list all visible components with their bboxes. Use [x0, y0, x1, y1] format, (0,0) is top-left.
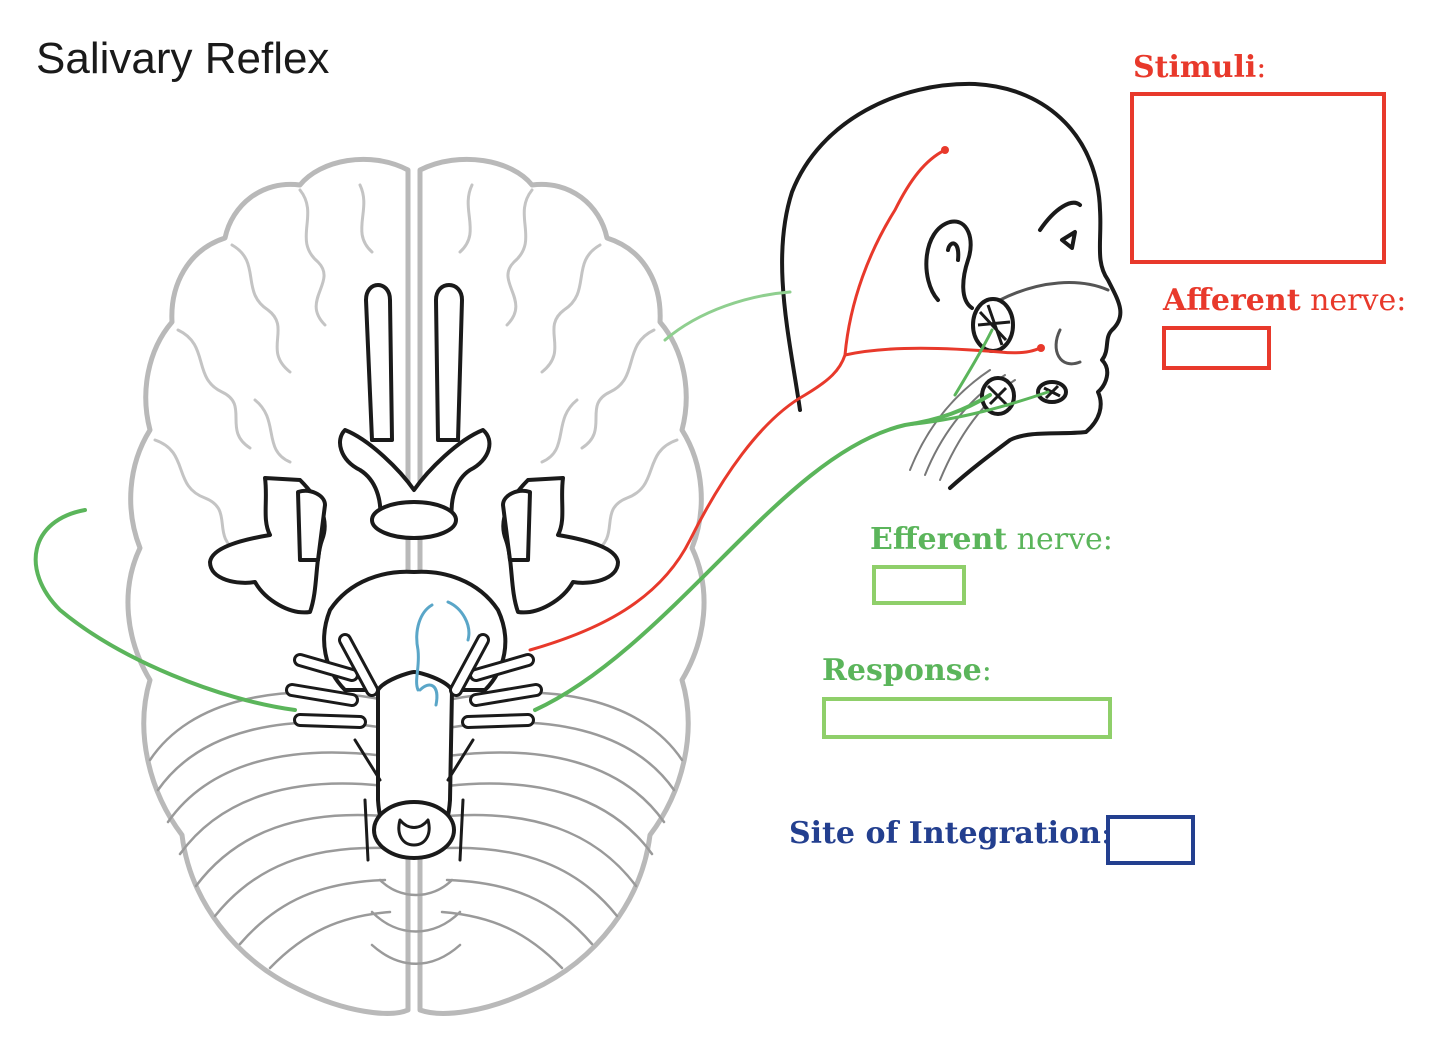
efferent-nerve-label-suffix: nerve:: [1007, 522, 1113, 557]
afferent-nerve-label: Afferent nerve:: [1163, 283, 1406, 318]
efferent-nerve-label-text: Efferent: [870, 522, 1008, 557]
brainstem: [208, 283, 620, 862]
integration-path: [415, 600, 471, 707]
head-profile: [780, 81, 1123, 490]
stimuli-label: Stimuli:: [1133, 50, 1266, 85]
brain-gyri: [153, 183, 679, 554]
response-answer-box[interactable]: [822, 697, 1112, 739]
response-label-suffix: :: [981, 653, 992, 688]
response-label: Response:: [822, 653, 992, 688]
page-title: Salivary Reflex: [36, 34, 330, 83]
stimulus-point-head: [941, 146, 949, 154]
efferent-pathway: [33, 390, 1050, 712]
afferent-nerve-label-text: Afferent: [1163, 283, 1301, 318]
stimuli-label-suffix: :: [1256, 50, 1267, 85]
stimuli-answer-box[interactable]: [1130, 92, 1386, 264]
site-of-integration-label-suffix: :: [1100, 816, 1112, 851]
stimuli-label-text: Stimuli: [1133, 50, 1257, 85]
efferent-nerve-label: Efferent nerve:: [870, 522, 1113, 557]
efferent-nerve-answer-box[interactable]: [872, 565, 966, 605]
stimulus-point-mouth: [1037, 344, 1045, 352]
brain-outline: [125, 156, 707, 1016]
afferent-nerve-answer-box[interactable]: [1162, 326, 1271, 370]
afferent-nerve-label-suffix: nerve:: [1300, 283, 1407, 318]
response-label-text: Response: [822, 653, 982, 688]
site-of-integration-label-text: Site of Integration: [789, 816, 1101, 851]
efferent-pathway-upper: [663, 290, 994, 397]
site-of-integration-label: Site of Integration:: [789, 816, 1111, 851]
site-of-integration-answer-box[interactable]: [1106, 815, 1195, 865]
